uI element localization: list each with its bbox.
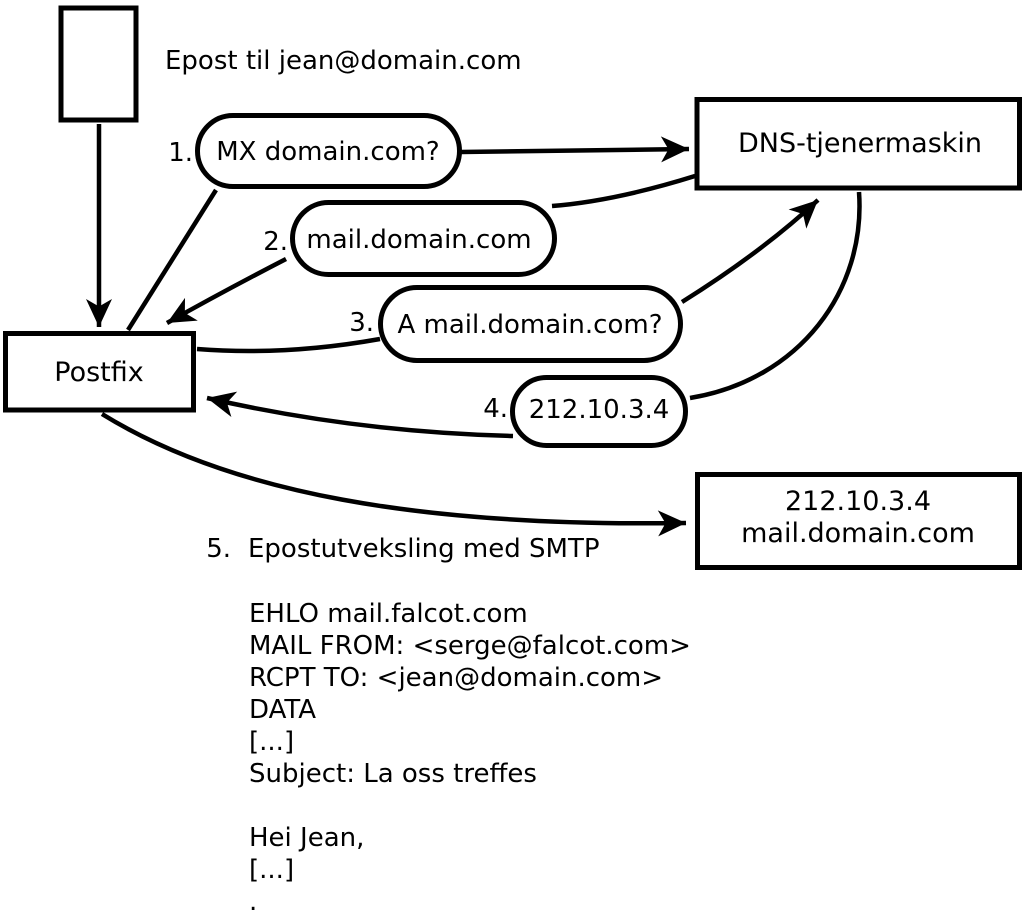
smtp-target-node xyxy=(695,472,1022,570)
arrow-query-mx-to-dns xyxy=(460,136,690,163)
query-mx-label: MX domain.com? xyxy=(216,137,439,167)
edge-dns-to-answer-mx xyxy=(551,173,696,209)
step-3-number: 3. xyxy=(349,308,374,338)
postfix-node xyxy=(3,331,196,413)
step-5-label: Epostutveksling med SMTP xyxy=(248,534,600,564)
smtp-line: MAIL FROM: <serge@falcot.com> xyxy=(249,631,691,661)
smtp-line: Subject: La oss treffes xyxy=(249,759,537,789)
arrow-answer-mx-to-postfix xyxy=(165,257,288,325)
dns-server-label: DNS-tjenermaskin xyxy=(738,128,982,159)
edge-postfix-to-query-a xyxy=(196,336,381,354)
step-1-number: 1. xyxy=(168,138,193,168)
diagram-title: Epost til jean@domain.com xyxy=(165,46,522,76)
edge-postfix-to-query-mx xyxy=(126,188,218,332)
query-mx-pill xyxy=(195,113,462,189)
answer-a-label: 212.10.3.4 xyxy=(529,395,670,425)
step-2-number: 2. xyxy=(263,227,288,257)
postfix-label: Postfix xyxy=(54,357,143,388)
arrow-answer-a-to-postfix xyxy=(206,391,514,439)
smtp-target-ip-label: 212.10.3.4 xyxy=(785,486,931,517)
answer-a-pill xyxy=(510,375,688,448)
edge-dns-to-answer-a xyxy=(689,191,862,401)
answer-mx-pill xyxy=(290,200,557,277)
arrow-query-a-to-dns xyxy=(680,198,820,304)
step-5-number: 5. xyxy=(206,534,231,564)
smtp-target-host-label: mail.domain.com xyxy=(741,518,975,549)
smtp-line: EHLO mail.falcot.com xyxy=(249,599,528,629)
answer-mx-label: mail.domain.com xyxy=(306,225,531,255)
smtp-line: [...] xyxy=(249,855,294,885)
smtp-line: RCPT TO: <jean@domain.com> xyxy=(249,663,663,693)
mail-message-box xyxy=(58,5,139,123)
smtp-session-block: EHLO mail.falcot.com MAIL FROM: <serge@f… xyxy=(249,599,691,917)
query-a-label: A mail.domain.com? xyxy=(398,310,663,340)
dns-server-node xyxy=(694,97,1022,191)
arrow-postfix-to-smtp-target xyxy=(100,412,687,537)
smtp-line: DATA xyxy=(249,695,316,725)
smtp-line: Hei Jean, xyxy=(249,823,364,853)
step-4-number: 4. xyxy=(483,394,508,424)
smtp-line: [...] xyxy=(249,727,294,757)
smtp-line: . xyxy=(249,887,257,917)
query-a-pill xyxy=(378,285,683,363)
